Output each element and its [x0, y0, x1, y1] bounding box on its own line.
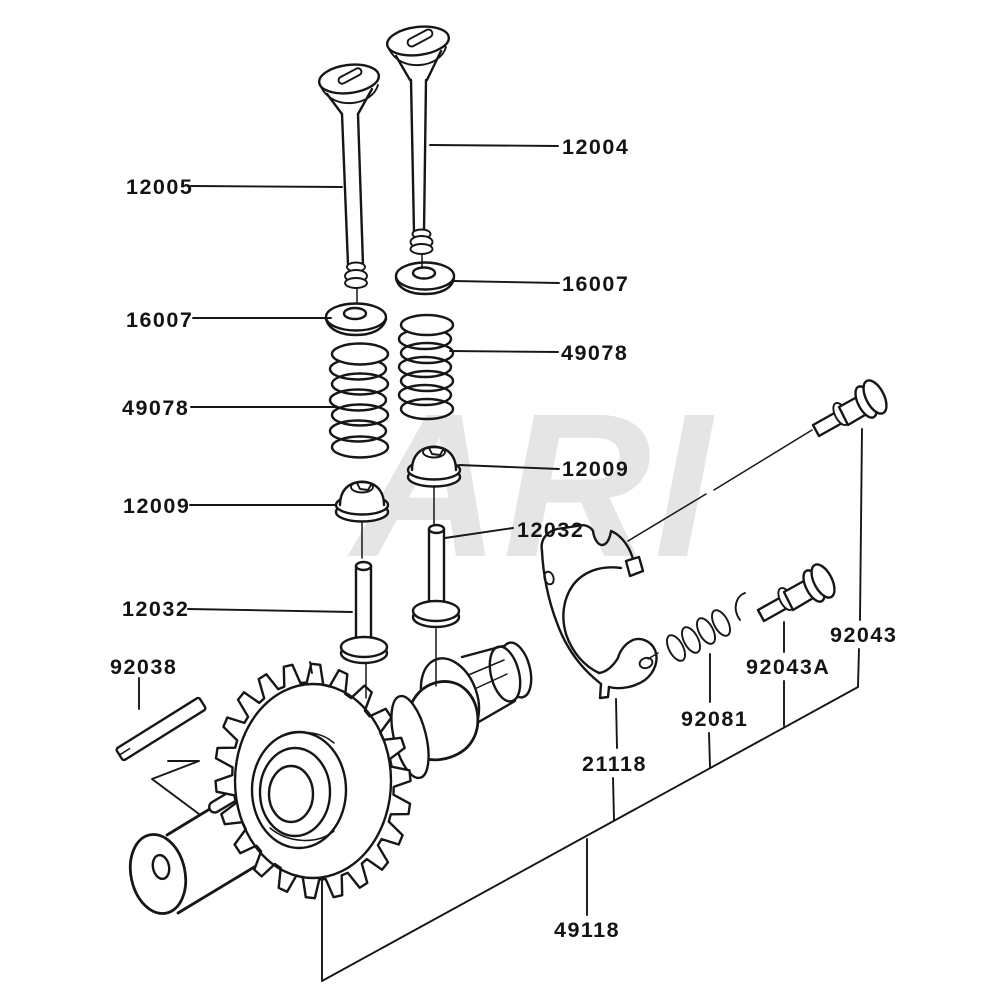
pin-92043a: [756, 563, 836, 623]
valve-left-12005: [317, 63, 381, 303]
valve-head-slot: [406, 28, 434, 48]
callout-16007-left-spring-seat[interactable]: 16007: [126, 308, 193, 332]
callout-49118-camshaft-assembly[interactable]: 49118: [554, 918, 620, 942]
assembly-centerline: [627, 429, 813, 542]
callout-92043-long-pin[interactable]: 92043: [830, 623, 897, 647]
spring-end-hook: [734, 592, 746, 621]
valve-right-12004: [385, 25, 451, 269]
retainer-plate-21118: [540, 524, 658, 700]
valve-lifter-left: [339, 560, 389, 699]
key-92038: [115, 696, 207, 762]
callout-12032-right-lifter[interactable]: 12032: [517, 518, 584, 542]
callout-12005-left-valve[interactable]: 12005: [126, 175, 193, 199]
valve-head-slot: [337, 67, 363, 85]
valve-lifter-right: [411, 523, 461, 687]
camshaft-gear: [214, 661, 412, 900]
callout-12004-right-valve[interactable]: 12004: [562, 135, 629, 159]
plate-hole-upper: [543, 570, 555, 586]
plate-hole-lower: [638, 656, 654, 670]
plate-boss: [624, 555, 645, 578]
callout-92043a-short-pin[interactable]: 92043A: [746, 655, 830, 679]
callout-labels: 12005 12004 16007 16007 49078 49078 1200…: [110, 135, 897, 942]
leader-lines: [138, 144, 863, 916]
pin-92043: [811, 379, 888, 438]
callout-12009-right-retainer[interactable]: 12009: [562, 457, 629, 481]
callout-21118-retainer-plate[interactable]: 21118: [582, 752, 647, 776]
watermark-text: ARI: [347, 371, 715, 600]
gear-face-arc-top: [271, 731, 335, 744]
gear-hub-inner: [258, 746, 332, 838]
key-position-zigzag: [151, 760, 200, 815]
spring-retainer-right: [406, 445, 462, 525]
gear-rim-inner: [233, 682, 393, 880]
callout-49078-left-valve-spring[interactable]: 49078: [122, 396, 189, 420]
cam-lobes: [390, 657, 481, 780]
callout-12032-left-lifter[interactable]: 12032: [122, 597, 189, 621]
callout-49078-right-valve-spring[interactable]: 49078: [561, 341, 628, 365]
gear-index-mark: [309, 661, 313, 674]
callout-92038-key[interactable]: 92038: [110, 655, 177, 679]
valve-spring-right: [397, 313, 455, 421]
spring-seat-right: [394, 261, 456, 296]
assembly-panel-outline: [321, 686, 859, 982]
callout-92081-small-spring[interactable]: 92081: [681, 707, 748, 731]
valve-head: [317, 63, 381, 95]
valve-head: [385, 25, 451, 57]
gear-face-arc-bottom: [269, 827, 335, 842]
small-spring-92081: [647, 592, 746, 662]
callout-12009-left-retainer[interactable]: 12009: [123, 494, 190, 518]
spring-seat-left: [324, 302, 388, 337]
shaft-end-face: [128, 833, 188, 915]
valve-spring-left: [328, 342, 390, 459]
spring-retainer-left: [334, 480, 390, 559]
gear-bore: [267, 764, 315, 824]
shaft-end-hole: [151, 853, 171, 881]
callout-16007-right-spring-seat[interactable]: 16007: [562, 272, 629, 296]
